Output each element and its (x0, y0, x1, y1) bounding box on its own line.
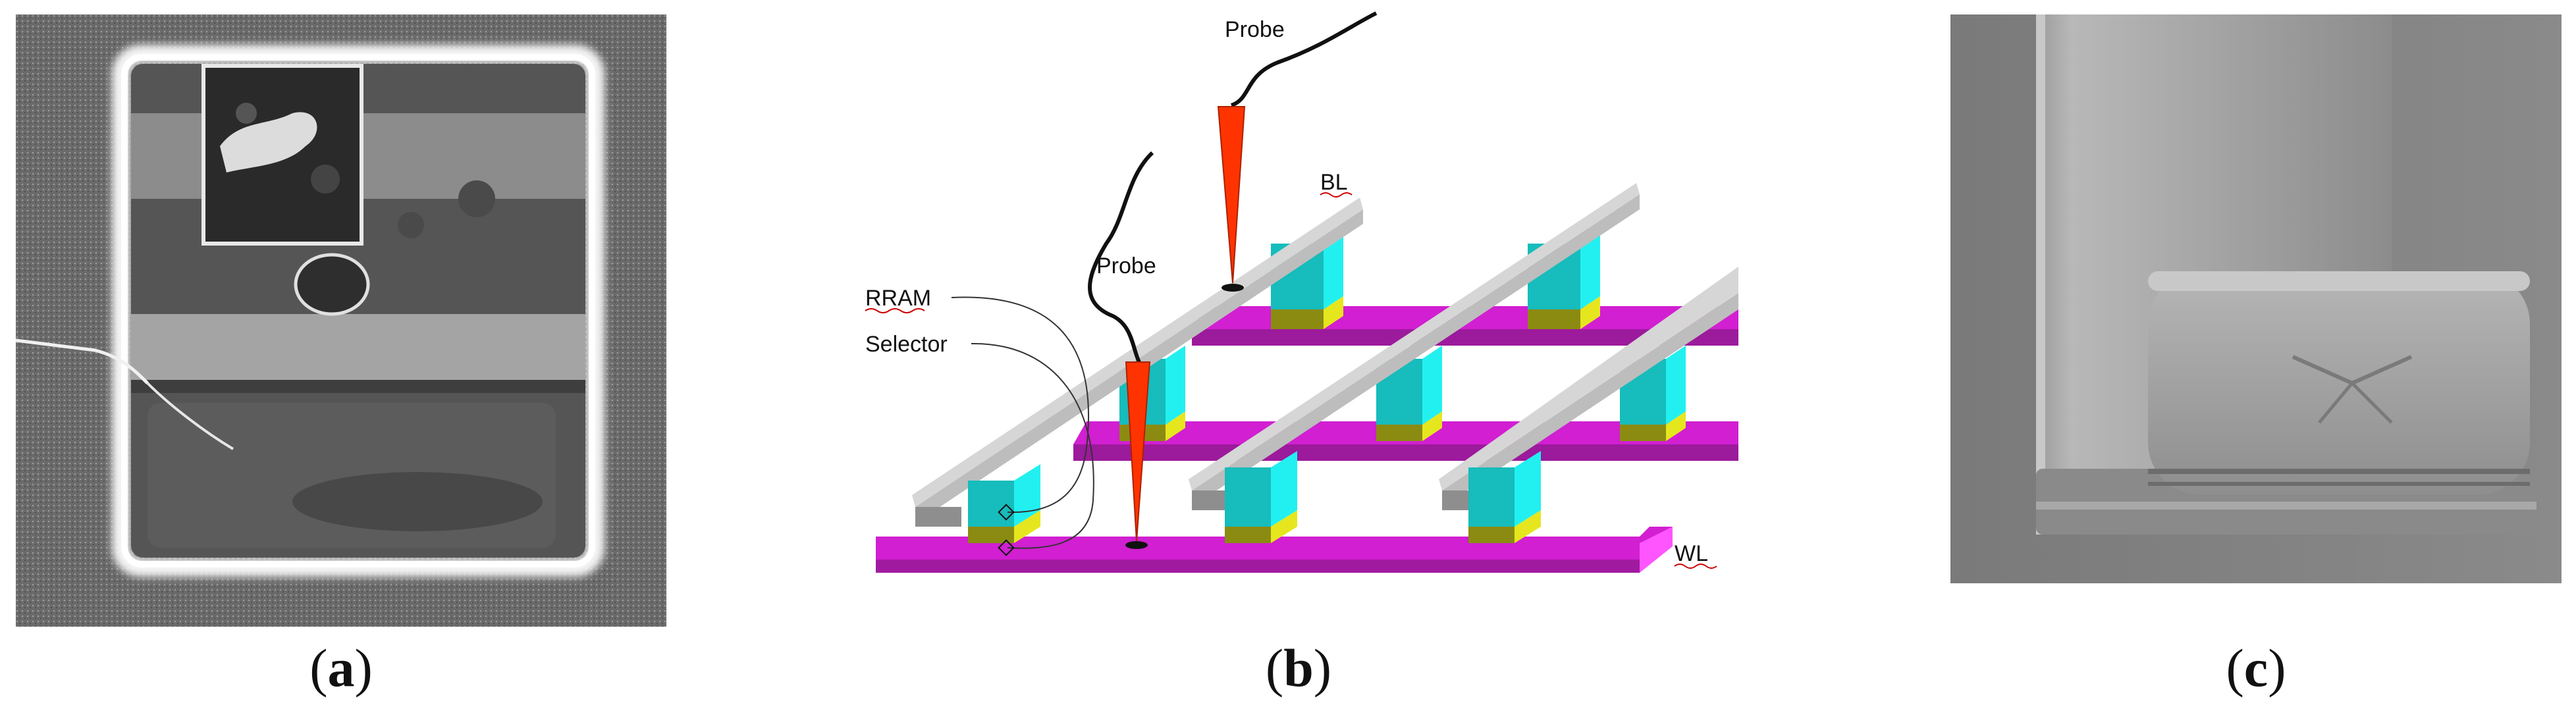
selector-marker (998, 539, 1015, 556)
cell-front-3 (1468, 451, 1541, 543)
cell-front-1 (968, 464, 1040, 543)
caption-b: (b) (1265, 638, 1332, 698)
wl-label: WL (1675, 541, 1708, 566)
bit-line-2 (1189, 183, 1640, 510)
cell-front-2 (1225, 451, 1297, 543)
rram-leader-line (951, 296, 1090, 514)
probe-left (1088, 151, 1154, 549)
cell-mid-3 (1620, 346, 1686, 441)
rram-marker (998, 504, 1015, 521)
selector-leader-line (971, 342, 1094, 549)
word-line-front (876, 527, 1673, 573)
probe-left-label: Probe (1096, 253, 1156, 278)
probe-top-label: Probe (1225, 17, 1285, 42)
bl-label: BL (1320, 170, 1348, 195)
caption-a: (a) (309, 638, 373, 698)
probe-top (1217, 11, 1378, 292)
caption-c: (c) (2226, 638, 2286, 698)
rram-label: RRAM (865, 286, 931, 311)
crossbar-schematic: Probe Probe BL WL RRAM Selector (849, 0, 1758, 592)
sem-image-top-view (15, 14, 666, 627)
sem-image-tilted-view (1950, 14, 2562, 583)
selector-label: Selector (865, 332, 948, 357)
